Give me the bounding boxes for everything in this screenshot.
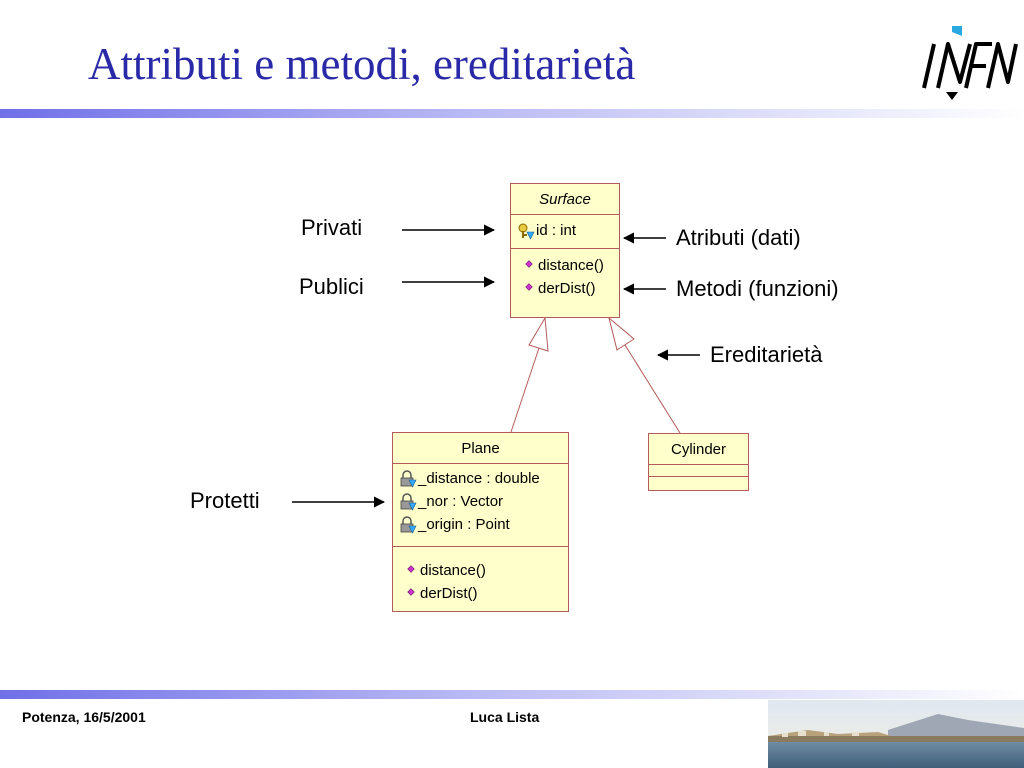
inherit-line-cylinder bbox=[624, 344, 681, 434]
slide-title: Attributi e metodi, ereditarietà bbox=[88, 39, 636, 89]
infn-logo bbox=[922, 26, 1018, 100]
public-method-icon bbox=[525, 259, 533, 268]
inherit-triangle-cylinder bbox=[608, 316, 635, 351]
cylinder-attributes bbox=[649, 465, 748, 477]
method-row: distance() bbox=[407, 559, 568, 582]
label-protetti: Protetti bbox=[190, 488, 260, 513]
label-metodi: Metodi (funzioni) bbox=[676, 276, 839, 301]
attribute-row: _distance : double bbox=[399, 467, 568, 490]
public-method-icon bbox=[407, 587, 415, 596]
naples-bay-photo bbox=[768, 700, 1024, 768]
footer-location-date: Potenza, 16/5/2001 bbox=[22, 709, 146, 725]
attribute-text: _nor : Vector bbox=[418, 493, 504, 510]
protected-lock-icon bbox=[400, 515, 417, 534]
attribute-row: id : int bbox=[517, 219, 619, 242]
protected-lock-icon bbox=[400, 469, 417, 488]
header-rule bbox=[0, 109, 1024, 118]
method-row: distance() bbox=[525, 254, 619, 277]
method-text: derDist() bbox=[538, 280, 596, 297]
class-plane[interactable]: Plane _distance : double _nor : Vector bbox=[392, 432, 569, 612]
attribute-text: id : int bbox=[536, 222, 577, 239]
public-method-icon bbox=[525, 282, 533, 291]
public-method-icon bbox=[407, 564, 415, 573]
inherit-line-plane bbox=[510, 347, 540, 433]
label-ereditarieta: Ereditarietà bbox=[710, 342, 823, 367]
footer-rule bbox=[0, 690, 1024, 699]
plane-methods: distance() derDist() bbox=[393, 547, 568, 605]
footer-author: Luca Lista bbox=[470, 709, 540, 725]
label-privati: Privati bbox=[301, 215, 363, 240]
surface-methods: distance() derDist() bbox=[511, 249, 619, 300]
method-row: derDist() bbox=[525, 277, 619, 300]
cylinder-methods bbox=[649, 477, 748, 490]
label-attributi: Atributi (dati) bbox=[676, 225, 801, 250]
inherit-triangle-plane bbox=[528, 316, 549, 352]
attribute-text: _distance : double bbox=[418, 470, 540, 487]
class-cylinder[interactable]: Cylinder bbox=[648, 433, 749, 491]
protected-lock-icon bbox=[400, 492, 417, 511]
attribute-text: _origin : Point bbox=[418, 516, 510, 533]
attribute-row: _nor : Vector bbox=[399, 490, 568, 513]
class-name-surface: Surface bbox=[511, 184, 619, 215]
class-name-cylinder: Cylinder bbox=[649, 434, 748, 465]
surface-attributes: id : int bbox=[511, 215, 619, 249]
class-name-plane: Plane bbox=[393, 433, 568, 464]
attribute-row: _origin : Point bbox=[399, 513, 568, 536]
method-text: distance() bbox=[538, 257, 604, 274]
method-text: distance() bbox=[420, 562, 486, 579]
method-text: derDist() bbox=[420, 585, 478, 602]
method-row: derDist() bbox=[407, 582, 568, 605]
private-key-icon bbox=[518, 223, 535, 240]
label-publici: Publici bbox=[299, 274, 364, 299]
class-surface[interactable]: Surface id : int distance() derDist() bbox=[510, 183, 620, 318]
plane-attributes: _distance : double _nor : Vector _origin… bbox=[393, 464, 568, 547]
